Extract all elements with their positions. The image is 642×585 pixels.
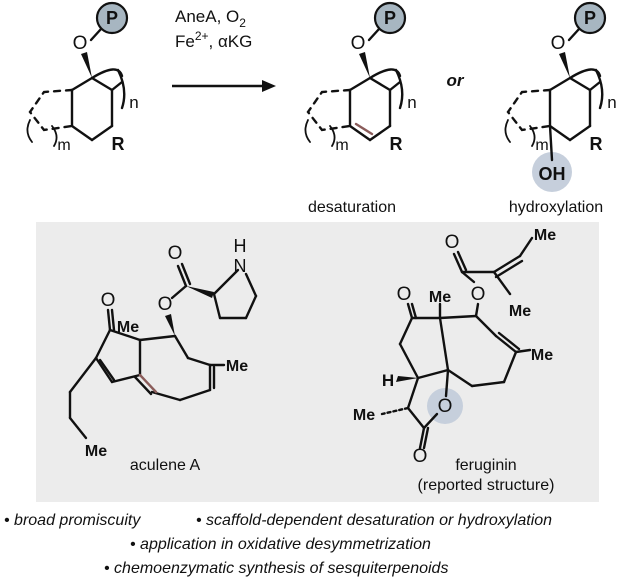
arrow-head-icon (262, 80, 276, 92)
feruginin-structure: O Me Me O O Me Me H O (353, 227, 556, 494)
feruginin-name: feruginin (455, 457, 516, 474)
n-subscript: n (607, 93, 616, 112)
oxygen-label: O (351, 33, 366, 54)
desaturation-caption: desaturation (308, 199, 396, 216)
quaternary-methyl: Me (117, 319, 139, 336)
carbonyl-oxygen: O (168, 243, 183, 264)
hydroxylation-product: P O n m R OH hydroxylation (504, 1, 617, 216)
aculene-a-structure: O Me Me O O N H Me aculene A (68, 236, 258, 474)
protecting-group-label: P (584, 8, 596, 28)
lactone-methyl: Me (353, 407, 375, 424)
oxygen-label: O (551, 33, 566, 54)
ester-oxygen: O (471, 284, 486, 305)
ethyl-methyl: Me (85, 443, 107, 460)
m-subscript: m (535, 137, 548, 154)
hydroxyl-label: OH (539, 164, 566, 184)
pyrrolidine-hydrogen: H (234, 236, 247, 256)
protecting-group-circle (95, 1, 129, 35)
ketone-oxygen: O (101, 290, 116, 311)
starting-material: P O n m R (26, 1, 139, 154)
bullet-scaffold: • scaffold-dependent desaturation or hyd… (196, 512, 553, 529)
pyrrolidine-nitrogen: N (234, 256, 247, 276)
r-substituent-label: R (112, 134, 125, 154)
lactone-ring-oxygen: O (438, 396, 453, 417)
r-substituent-label: R (390, 134, 403, 154)
oxygen-label: O (73, 33, 88, 54)
ring-methyl: Me (531, 347, 553, 364)
new-double-bond (138, 373, 158, 394)
r-substituent-label: R (590, 134, 603, 154)
ring-methyl: Me (226, 358, 248, 375)
reaction-arrow-group: AneA, O2 Fe2+, αKG (172, 7, 276, 92)
n-subscript: n (129, 93, 138, 112)
carbonyl-oxygen: O (445, 232, 460, 253)
lactone-carbonyl-oxygen: O (413, 446, 428, 467)
bullet-chemoenzymatic: • chemoenzymatic synthesis of sesquiterp… (104, 560, 449, 577)
reagents-line-2: Fe2+, αKG (175, 29, 252, 51)
desaturation-product: P O n m R desaturation (304, 1, 417, 216)
bullet-desymmetrization: • application in oxidative desymmetrizat… (130, 536, 431, 553)
aculene-a-name: aculene A (130, 457, 201, 474)
m-subscript: m (57, 137, 70, 154)
bullet-promiscuity: • broad promiscuity (4, 512, 141, 529)
new-double-bond (354, 122, 374, 136)
ring-hydrogen: H (382, 371, 394, 390)
protecting-group-label: P (106, 8, 118, 28)
hydroxylation-caption: hydroxylation (509, 199, 603, 216)
hydroxyl-highlight (532, 152, 572, 192)
alkene-methyl-bottom: Me (509, 303, 531, 320)
or-label: or (447, 71, 465, 90)
alkene-methyl-top: Me (534, 227, 556, 244)
reagents-line-1: AneA, O2 (175, 7, 246, 30)
feruginin-subtitle: (reported structure) (418, 477, 555, 494)
protecting-group-label: P (384, 8, 396, 28)
quaternary-methyl: Me (429, 289, 451, 306)
m-subscript: m (335, 137, 348, 154)
ketone-oxygen: O (397, 284, 412, 305)
ester-oxygen: O (158, 294, 173, 315)
examples-panel (36, 222, 599, 502)
n-subscript: n (407, 93, 416, 112)
